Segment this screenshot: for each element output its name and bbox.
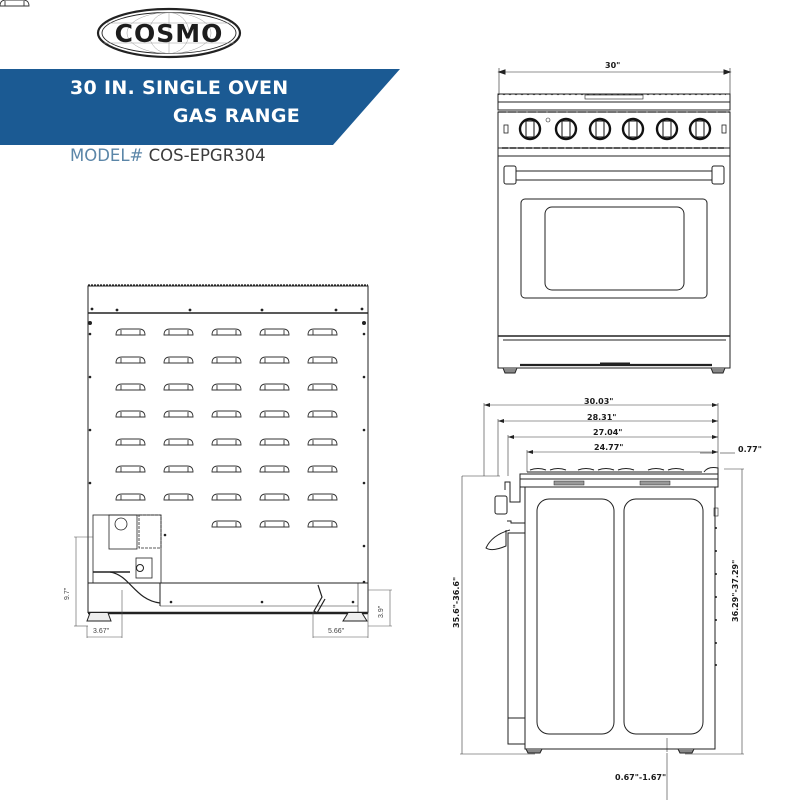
side-top-offset-label: 0.77"	[738, 445, 762, 454]
side-height-body-label: 35.6"-36.6"	[452, 576, 461, 628]
back-right-foot-label: 5.66"	[328, 628, 345, 635]
side-depth-2-label: 28.31"	[587, 413, 617, 422]
globe-ellipse-icon	[96, 7, 242, 59]
knob-row	[503, 117, 727, 141]
side-depth-3-label: 27.04"	[593, 428, 623, 437]
model-value: COS-EPGR304	[148, 146, 266, 165]
side-cooktop-depth-label: 24.77"	[594, 443, 624, 452]
cosmo-logo: COSMO	[95, 6, 243, 60]
side-height-overall-label: 36.29"-37.29"	[731, 559, 740, 622]
product-title-line2: GAS RANGE	[172, 105, 300, 127]
logo-wordmark: COSMO	[114, 18, 224, 48]
side-depth-overall-label: 30.03"	[584, 397, 614, 406]
side-leg-adjust-label: 0.67"-1.67"	[615, 773, 667, 782]
front-width-label: 30"	[605, 61, 621, 70]
back-left-foot-label: 3.67"	[93, 628, 110, 635]
title-banner	[0, 69, 400, 145]
product-title-line1: 30 IN. SINGLE OVEN	[70, 77, 289, 99]
model-label: MODEL#	[70, 146, 144, 165]
model-number: MODEL# COS-EPGR304	[70, 146, 266, 165]
